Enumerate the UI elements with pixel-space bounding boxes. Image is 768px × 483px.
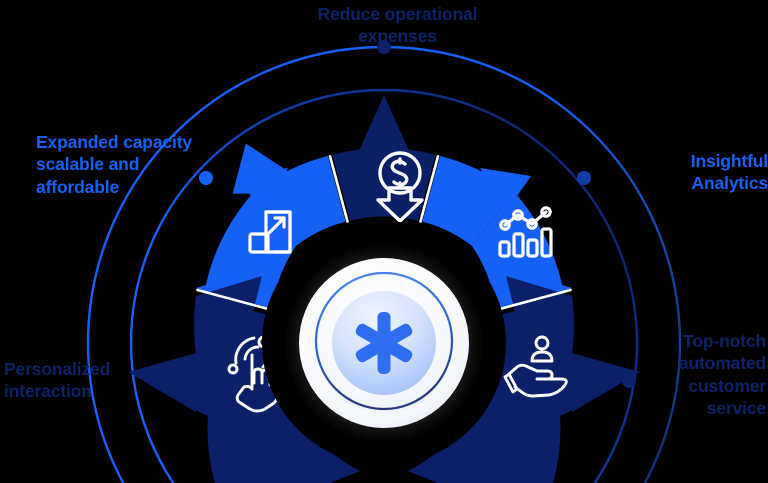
segment-lower-left-lower[interactable] [207, 372, 360, 483]
asterisk-icon [355, 312, 413, 374]
ring-dot-upper-left [199, 171, 213, 185]
segment-upper-right-spike [480, 168, 531, 212]
segment-reduce-operational-expenses[interactable] [332, 95, 436, 223]
money-down-arrow-icon [376, 151, 424, 223]
bar-chart-line-icon [498, 206, 553, 258]
label-personalized-interaction: Personalized interaction [4, 359, 111, 402]
segment-dividers [196, 154, 572, 312]
segment-lower-left-top-notch [196, 276, 262, 324]
inner-ring-circle [129, 88, 639, 483]
segment-upper-left-spike [237, 168, 288, 212]
expand-scale-icon [248, 210, 292, 254]
label-expanded-capacity: Expanded capacity scalable and affordabl… [36, 132, 192, 197]
segment-lower-right-lower[interactable] [408, 372, 561, 483]
label-insightful-analytics: Insightful Analytics [690, 151, 768, 194]
center-hub[interactable] [284, 243, 484, 443]
segment-lower-left-spike [128, 352, 200, 412]
label-top-notch-customer-service: Top-notch automated customer service [678, 331, 766, 419]
label-reduce-operational-expenses: Reduce operational expenses [317, 4, 478, 47]
hand-holding-person-icon [503, 335, 568, 398]
outer-ring-group [86, 40, 682, 483]
segment-insightful-analytics[interactable] [422, 155, 572, 316]
segment-top-spike [359, 95, 409, 151]
segment-lower-right-top-notch [506, 276, 572, 324]
segment-lower-left-fill [196, 300, 250, 420]
ring-dot-top [377, 40, 391, 54]
segment-upper-left-lower[interactable] [196, 192, 297, 309]
segment-lower-right-spike [568, 352, 640, 412]
ring-dot-upper-right [577, 171, 591, 185]
segment-top-notch-customer-service[interactable] [408, 276, 640, 483]
segment-personalized-interaction[interactable] [128, 276, 360, 483]
hub-accent-arc [314, 271, 454, 411]
